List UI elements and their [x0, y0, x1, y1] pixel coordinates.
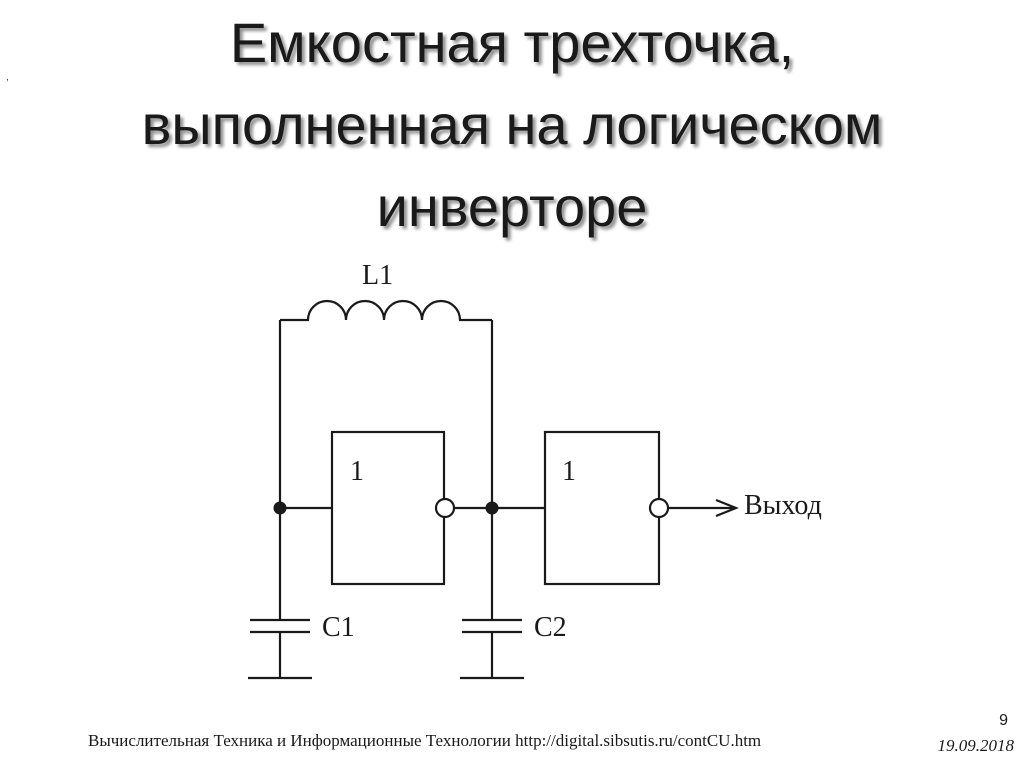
slide-title: Емкостная трехточка, выполненная на логи… [0, 2, 1024, 248]
inverter-2-body [543, 430, 661, 586]
inverter-2-label: 1 [562, 456, 576, 487]
capacitor-c1 [248, 618, 312, 680]
junction-left [273, 501, 287, 515]
inverter-1-bubble [434, 497, 456, 519]
title-line-1: Емкостная трехточка, [229, 11, 795, 74]
page-number: 9 [999, 712, 1008, 729]
inverter-1-body [330, 430, 446, 586]
inductor-label: L1 [362, 260, 393, 291]
capacitor-1-label: С1 [322, 612, 355, 643]
output-arrow-head [715, 498, 739, 518]
capacitor-c2 [460, 618, 524, 680]
capacitor-2-label: С2 [534, 612, 567, 643]
output-label: Выход [744, 490, 822, 521]
junction-middle [485, 501, 499, 515]
stray-mark: , [6, 72, 9, 83]
inverter-1-label: 1 [350, 456, 364, 487]
title-line-3: инверторе [376, 175, 648, 238]
footer-source: Вычислительная Техника и Информационные … [88, 731, 762, 750]
inverter-2-bubble [648, 497, 670, 519]
footer-date: 19.09.2018 [937, 736, 1015, 755]
inductor-l1 [280, 299, 492, 322]
title-line-2: выполненная на логическом [141, 93, 883, 156]
